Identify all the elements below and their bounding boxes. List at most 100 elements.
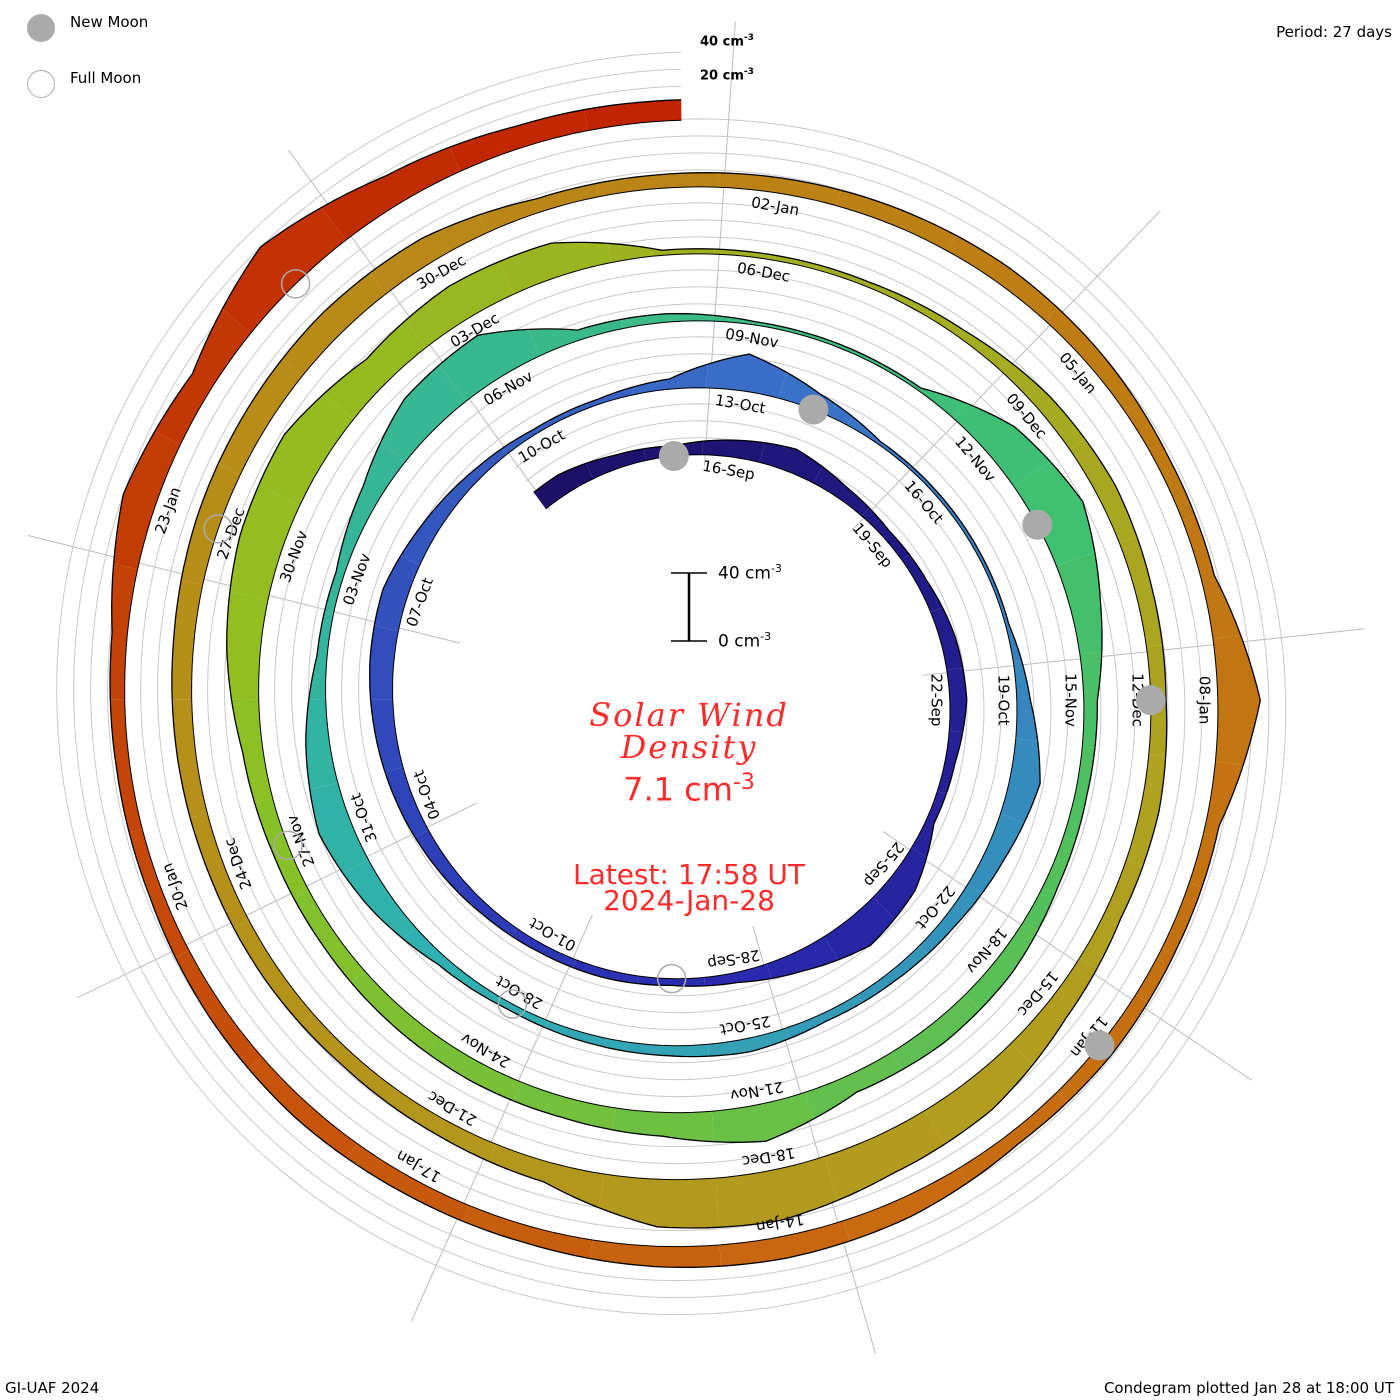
density-outline-day — [528, 318, 622, 331]
moon-markers — [203, 269, 1166, 1061]
density-area-day — [449, 109, 588, 172]
density-outline-day — [704, 977, 772, 987]
density-area-day — [512, 928, 576, 968]
density-outline-day — [822, 466, 870, 509]
period-label: Period: 27 days — [1276, 23, 1392, 41]
density-outline-day — [710, 314, 799, 332]
density-outline-day — [321, 146, 450, 208]
density-area-day — [301, 1014, 398, 1103]
density-outline-day — [927, 893, 983, 955]
density-outline-day — [171, 699, 191, 818]
density-outline-day — [400, 496, 447, 556]
radial-grid-line — [410, 914, 593, 1322]
density-outline-day — [1037, 840, 1076, 931]
new-moon-legend-label: New Moon — [70, 13, 149, 31]
density-outline-day — [596, 172, 719, 184]
density-area-day — [1013, 461, 1095, 566]
density-outline-day — [1066, 1002, 1149, 1103]
density-outline-day — [1057, 307, 1139, 405]
density-area-day — [226, 591, 268, 700]
outer-grid-label-20: 20 cm-3 — [700, 67, 754, 83]
density-outline-day — [707, 353, 787, 373]
density-outline-day — [457, 892, 513, 937]
density-area-day — [347, 442, 405, 536]
full-moon-marker — [497, 989, 528, 1019]
density-area-day — [445, 449, 506, 506]
density-area-day — [370, 214, 487, 294]
density-area-day — [110, 699, 143, 833]
density-outline-day — [323, 528, 348, 614]
density-area-day — [439, 329, 540, 402]
scale-top-text: 40 cm — [718, 563, 771, 584]
density-outline-day — [1096, 865, 1144, 970]
density-area-day — [953, 403, 1051, 486]
density-area-day — [836, 190, 957, 251]
density-outline-day — [620, 312, 711, 321]
density-outline-day — [346, 1157, 464, 1222]
outer-grid-label-40: 40 cm-3 — [700, 33, 754, 49]
density-area-day — [229, 484, 300, 601]
density-area-day — [589, 1240, 721, 1268]
density-outline-day — [1050, 461, 1096, 553]
density-area-day — [1189, 761, 1244, 888]
density-outline-day — [607, 242, 715, 251]
density-outline-day — [1074, 747, 1096, 842]
density-outline-day — [909, 464, 961, 522]
latest-value: 7.1 cm-3 — [534, 770, 844, 809]
density-outline-day — [300, 1024, 389, 1104]
full-moon-marker — [203, 514, 233, 544]
density-outline-day — [380, 364, 440, 443]
density-area-day — [993, 587, 1022, 663]
density-area-day — [965, 921, 1038, 1010]
density-area-day — [937, 730, 963, 795]
density-area-day — [478, 183, 600, 233]
density-outline-day — [247, 1068, 348, 1159]
density-outline-day — [572, 966, 638, 985]
density-outline-day — [128, 832, 176, 958]
density-area-day — [546, 1021, 628, 1052]
density-outline-day — [956, 234, 1059, 309]
radial-grid-line — [882, 830, 1253, 1081]
grid-label-exp: -3 — [743, 67, 754, 77]
density-area-day — [843, 1168, 967, 1241]
chart-title-line2: Density — [620, 728, 758, 766]
footer-credit: GI-UAF 2024 — [5, 1379, 100, 1397]
density-outline-day — [387, 1102, 490, 1162]
density-area-day — [1013, 661, 1038, 741]
density-area-day — [861, 507, 910, 560]
density-area-day — [231, 699, 273, 803]
density-area-day — [514, 1082, 616, 1130]
density-area-day — [113, 431, 181, 570]
density-area-day — [309, 782, 369, 874]
density-outline-day — [308, 613, 325, 700]
density-outline-day — [718, 1199, 838, 1228]
density-area-day — [414, 830, 468, 893]
spiral-grid-line-30 — [73, 68, 1270, 1299]
density-outline-day — [462, 1220, 590, 1260]
date-label: 22-Sep — [927, 674, 945, 727]
scale-bottom-label: 0 cm-3 — [718, 630, 771, 652]
density-outline-day — [546, 1027, 627, 1052]
density-outline-day — [109, 563, 115, 700]
density-area-day — [384, 767, 429, 838]
density-outline-day — [350, 982, 427, 1053]
date-label: 08-Jan — [1195, 676, 1213, 724]
density-area-day — [254, 798, 309, 898]
density-area-day — [346, 1143, 470, 1222]
density-area-day — [218, 359, 303, 475]
density-area-day — [1000, 738, 1041, 823]
new-moon-marker — [1135, 685, 1166, 716]
density-outline-day — [369, 699, 386, 772]
density-area-day — [824, 896, 895, 960]
density-outline-day — [221, 206, 322, 310]
density-outline-day — [109, 699, 130, 833]
density-outline-day — [637, 982, 705, 987]
density-area-day — [171, 579, 203, 700]
density-area-day — [857, 945, 928, 1003]
radial-grid-line — [703, 21, 736, 466]
density-area-day — [488, 1144, 605, 1208]
density-outline-day — [563, 386, 634, 414]
density-outline-day — [837, 918, 896, 961]
density-outline-day — [1031, 968, 1098, 1066]
density-area-day — [766, 936, 838, 979]
